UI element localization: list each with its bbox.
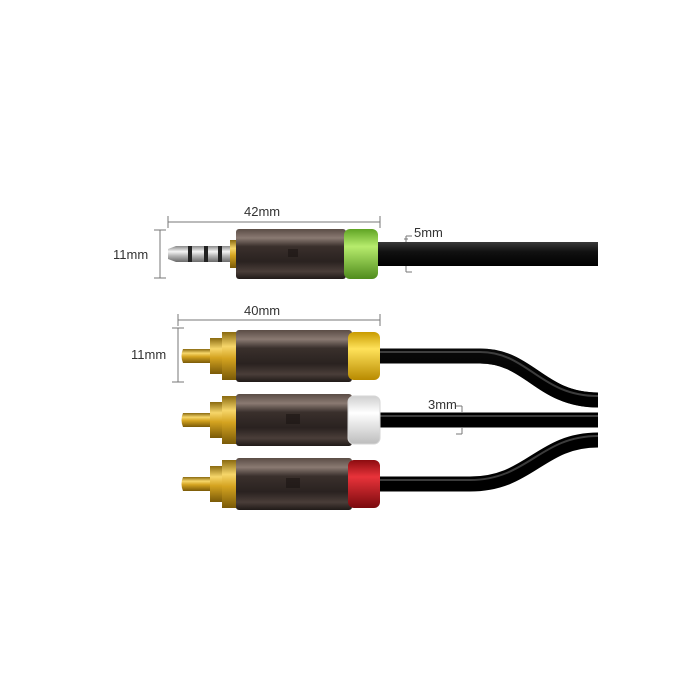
jack-height-label: 11mm bbox=[113, 247, 148, 262]
rca-collar-yellow bbox=[348, 332, 380, 380]
rca-collar-white bbox=[347, 395, 381, 445]
jack-connector bbox=[168, 229, 598, 279]
dimension-lines bbox=[154, 216, 463, 435]
rca-cable-diameter-label: 3mm bbox=[428, 397, 457, 412]
jack-length-label: 42mm bbox=[244, 204, 280, 219]
jack-pin bbox=[168, 240, 238, 268]
jack-cable-diameter-label: 5mm bbox=[414, 225, 443, 240]
jack-cable bbox=[376, 242, 598, 266]
rca-connector-red bbox=[181, 458, 380, 510]
rca-cable-red bbox=[376, 432, 599, 492]
rca-length-label: 40mm bbox=[244, 303, 280, 318]
rca-body-yellow bbox=[236, 330, 352, 382]
jack-collar-green bbox=[344, 229, 378, 279]
rca-connector-white bbox=[181, 394, 381, 446]
rca-height-label: 11mm bbox=[131, 347, 166, 362]
rca-cables bbox=[376, 348, 599, 492]
rca-collar-red bbox=[348, 460, 380, 508]
rca-connector-yellow bbox=[181, 330, 380, 382]
